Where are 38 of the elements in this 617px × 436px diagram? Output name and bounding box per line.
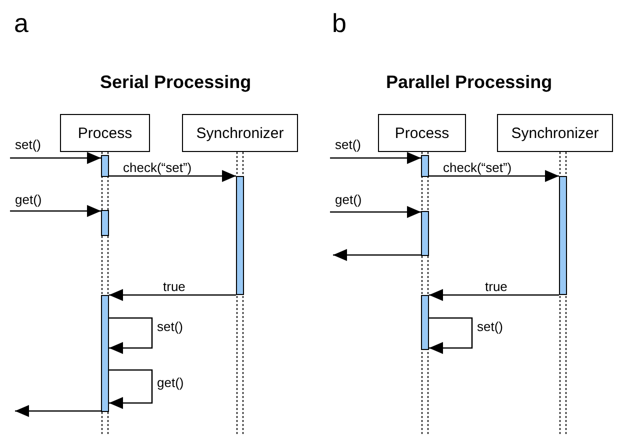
activation-bar xyxy=(101,210,109,236)
message-arrow xyxy=(333,249,421,261)
lifeline-header-box: Process xyxy=(378,114,466,152)
message-arrow xyxy=(109,317,153,354)
message-label: get() xyxy=(14,192,43,207)
panel-letter: a xyxy=(14,8,28,39)
lifeline-header-box: Process xyxy=(60,114,150,152)
activation-bar xyxy=(421,155,429,177)
message-label: get() xyxy=(156,375,185,390)
lifeline-header-box: Synchronizer xyxy=(497,114,613,152)
message-arrow xyxy=(10,205,101,217)
activation-bar xyxy=(101,155,109,177)
message-arrow xyxy=(429,317,473,354)
message-arrow xyxy=(429,289,559,301)
message-arrow xyxy=(10,152,101,164)
panel-heading: Parallel Processing xyxy=(386,72,552,93)
message-arrow xyxy=(109,170,236,182)
message-arrow xyxy=(429,170,559,182)
message-label: set() xyxy=(156,319,184,334)
activation-bar xyxy=(101,295,109,412)
message-arrow xyxy=(109,289,236,301)
activation-bar xyxy=(559,176,567,295)
activation-bar xyxy=(421,295,429,350)
message-label: check(“set”) xyxy=(122,160,193,175)
lifeline-header-box: Synchronizer xyxy=(182,114,298,152)
message-arrow xyxy=(109,369,153,409)
message-arrow xyxy=(15,405,101,417)
message-arrow xyxy=(330,206,421,218)
panel-heading: Serial Processing xyxy=(100,72,252,93)
activation-bar xyxy=(421,211,429,256)
message-label: set() xyxy=(14,137,42,152)
message-arrow xyxy=(330,152,421,164)
message-label: set() xyxy=(334,137,362,152)
message-label: get() xyxy=(334,192,363,207)
message-label: check(“set”) xyxy=(442,160,513,175)
panel-letter: b xyxy=(332,8,346,39)
message-label: set() xyxy=(476,319,504,334)
activation-bar xyxy=(236,176,244,295)
